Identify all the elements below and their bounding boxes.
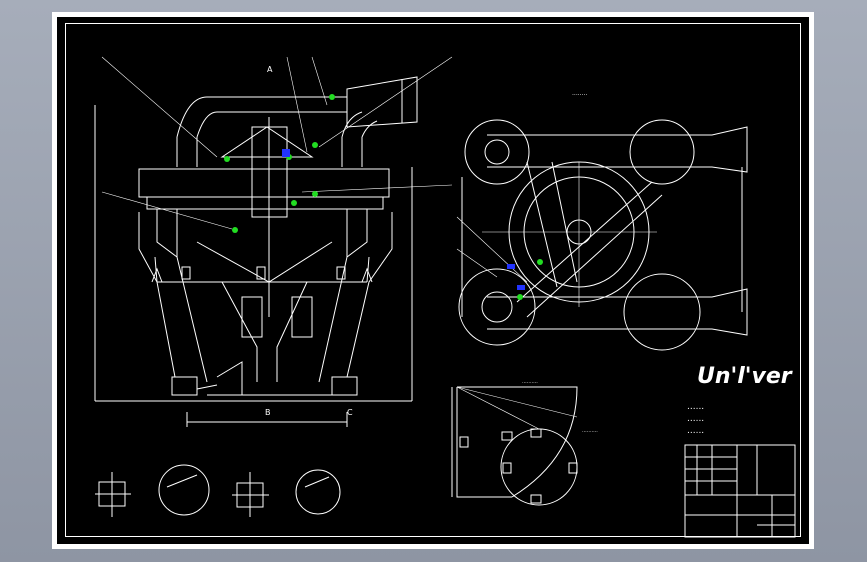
view-label-b: B xyxy=(265,408,271,417)
title-note-2: ...... xyxy=(687,414,704,424)
title-note-3: ...... xyxy=(687,426,704,436)
drawing-sheet: Un'l'ver ...... ...... ...... ........ A… xyxy=(52,12,814,549)
detail-views xyxy=(95,464,341,517)
drawing-border xyxy=(65,23,801,537)
view-label-c: C xyxy=(347,408,353,417)
cad-drawing: Un'l'ver ...... ...... ...... ........ A… xyxy=(94,56,796,538)
markers xyxy=(224,94,543,300)
section-view xyxy=(451,386,578,506)
view-label-a: A xyxy=(267,65,273,74)
drawing-canvas: Un'l'ver ...... ...... ...... ........ A… xyxy=(57,17,809,544)
title-note-1: ...... xyxy=(687,402,704,412)
top-view-caption: ........ xyxy=(572,90,587,97)
detail-note-1: .......... xyxy=(522,379,538,385)
title-block-heading: Un'l'ver xyxy=(697,364,793,389)
detail-note-2: .......... xyxy=(582,428,598,434)
top-view xyxy=(456,119,748,351)
title-block xyxy=(684,444,796,538)
front-view xyxy=(94,56,453,427)
